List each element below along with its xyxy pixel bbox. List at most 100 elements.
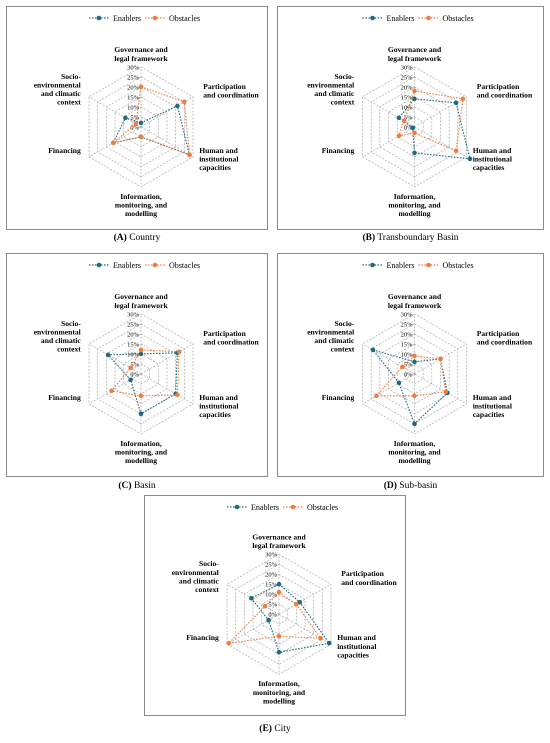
axis-label: Financing [48, 146, 81, 155]
radar-grid [88, 313, 194, 435]
data-point [396, 115, 402, 121]
grid-ring [270, 603, 288, 625]
data-point [297, 599, 303, 605]
data-point [138, 134, 144, 140]
legend-marker [152, 15, 158, 21]
legend-item-enablers: Enablers [227, 503, 279, 512]
grid-ring [405, 363, 424, 385]
series-line [110, 349, 180, 397]
panel-caption: (B) Transboundary Basin [277, 233, 544, 243]
data-point [412, 421, 417, 427]
caption-text: Basin [131, 481, 156, 491]
series-enablers [396, 96, 473, 162]
tick-label: 0% [404, 124, 413, 131]
data-point [374, 393, 379, 399]
tick-label: 5% [130, 114, 139, 121]
caption-letter: (B) [362, 233, 376, 243]
data-point [176, 349, 182, 355]
tick-labels: 0%5%10%15%20%25%30% [127, 311, 140, 378]
legend-label: Enablers [387, 261, 415, 270]
tick-label: 25% [401, 74, 414, 81]
radar-grid [362, 313, 467, 435]
caption-text: Sub-basin [396, 481, 438, 491]
data-point [110, 140, 116, 146]
data-point [410, 125, 416, 131]
legend-label: Enablers [387, 14, 415, 23]
caption-letter: (A) [113, 233, 127, 243]
caption-letter: (E) [259, 724, 272, 734]
tick-label: 20% [401, 84, 414, 91]
series-obstacles [396, 88, 466, 154]
data-point [138, 84, 144, 90]
data-point [453, 100, 459, 106]
tick-label: 15% [265, 582, 278, 589]
data-point [123, 115, 128, 121]
tick-label: 30% [401, 311, 414, 318]
tick-label: 0% [404, 371, 413, 378]
data-point [266, 617, 271, 623]
series-obstacles [109, 347, 182, 399]
data-point [262, 603, 268, 609]
tick-label: 0% [130, 124, 139, 131]
axis-label: Financing [186, 633, 219, 642]
tick-label: 5% [404, 361, 413, 368]
axis-label: Financing [322, 146, 355, 155]
data-point [133, 121, 139, 127]
legend-marker [234, 504, 240, 510]
legend-label: Obstacles [169, 261, 200, 270]
data-point [400, 364, 405, 370]
data-point [460, 96, 466, 102]
data-point [326, 640, 332, 646]
legend-label: Obstacles [307, 503, 338, 512]
grid-spoke [88, 373, 142, 405]
data-point [294, 601, 299, 607]
legend-marker [96, 15, 102, 21]
caption-letter: (D) [383, 481, 397, 491]
series-enablers [370, 347, 450, 427]
data-point [187, 152, 192, 158]
data-point [109, 388, 114, 394]
radar-grid [226, 553, 332, 675]
legend-item-obstacles: Obstacles [418, 14, 474, 23]
data-point [276, 581, 282, 587]
legend-label: Enablers [251, 503, 279, 512]
tick-labels: 0%5%10%15%20%25%30% [401, 311, 414, 378]
grid-spoke [140, 126, 194, 158]
tick-label: 25% [401, 321, 414, 328]
axis-label: Financing [48, 393, 81, 402]
tick-label: 30% [127, 311, 140, 318]
data-point [412, 393, 417, 399]
caption-text: Country [126, 233, 161, 243]
legend-marker [96, 262, 102, 268]
tick-label: 15% [127, 94, 140, 101]
legend-marker [152, 262, 158, 268]
panel-caption: (E) City [144, 724, 406, 734]
tick-label: 10% [127, 351, 140, 358]
data-point [453, 148, 459, 154]
tick-label: 25% [127, 321, 140, 328]
data-point [370, 347, 376, 353]
tick-label: 15% [401, 341, 414, 348]
series-enablers [105, 350, 180, 417]
grid-spoke [88, 96, 142, 128]
